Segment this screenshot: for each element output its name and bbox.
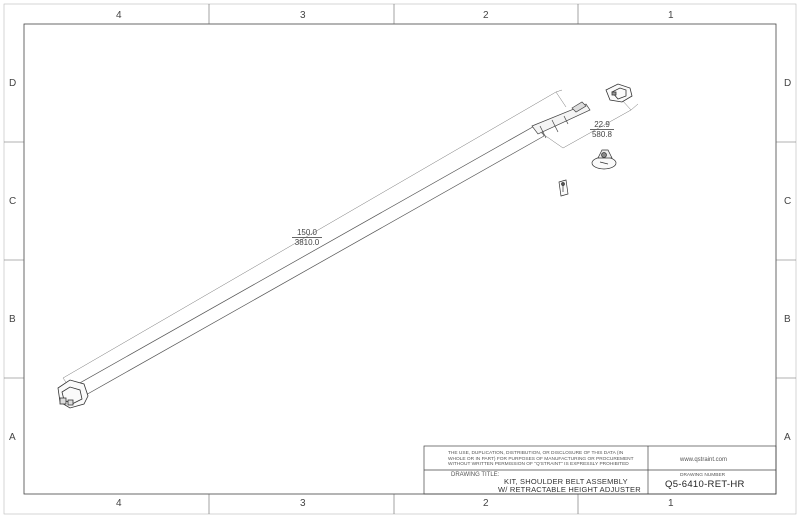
overall-dimension	[62, 89, 567, 386]
zone-col-2-top: 2	[483, 10, 489, 21]
overall-dimension-mm: 3810.0	[292, 237, 322, 247]
disclaimer-line: WHOLE OR IN PART) FOR PURPOSES OF MANUFA…	[448, 456, 634, 462]
zone-col-4-top: 4	[116, 10, 122, 21]
retractor-housing	[57, 379, 89, 409]
zone-row-b-left: B	[9, 314, 16, 325]
zone-col-3-top: 3	[300, 10, 306, 21]
adjuster-dimension-mm: 580.8	[590, 129, 614, 139]
bolt-hardware	[558, 179, 569, 197]
zone-col-1-bottom: 1	[668, 498, 674, 509]
zone-col-4-bottom: 4	[116, 498, 122, 509]
zone-ticks	[4, 4, 796, 514]
drawing-number-label: DRAWING NUMBER	[680, 473, 726, 478]
disclaimer-text: THE USE, DUPLICATION, DISTRIBUTION, OR D…	[448, 451, 634, 468]
disclaimer-line: WITHOUT WRITTEN PERMISSION OF "Q'STRAINT…	[448, 462, 629, 468]
outer-border	[3, 3, 797, 515]
zone-row-a-right: A	[784, 432, 791, 443]
adjuster-dimension-inches: 22.9	[594, 120, 610, 129]
zone-row-d-left: D	[9, 78, 17, 89]
overall-dimension-inches: 150.0	[296, 228, 318, 237]
upper-anchor	[605, 83, 633, 103]
drawing-title-line-1: KIT, SHOULDER BELT ASSEMBLY	[504, 477, 628, 486]
adjuster-dimension-label: 22.9 580.8	[590, 120, 614, 139]
drawing-number: Q5-6410-RET-HR	[665, 479, 745, 490]
zone-row-b-right: B	[784, 314, 791, 325]
overall-dimension-label: 150.0 3810.0	[292, 228, 322, 247]
zone-col-2-bottom: 2	[483, 498, 489, 509]
zone-row-c-left: C	[9, 196, 17, 207]
title-block-frame	[423, 445, 777, 495]
zone-col-1-top: 1	[668, 10, 674, 21]
company-website: www.qstraint.com	[680, 457, 728, 463]
shoulder-belt-webbing	[77, 123, 545, 397]
height-adjuster	[531, 101, 591, 139]
inner-border	[23, 23, 777, 495]
disclaimer-line: THE USE, DUPLICATION, DISTRIBUTION, OR D…	[448, 451, 624, 456]
zone-col-3-bottom: 3	[300, 498, 306, 509]
floor-anchor	[591, 149, 617, 170]
drawing-title-line-2: W/ RETRACTABLE HEIGHT ADJUSTER	[498, 485, 641, 494]
zone-row-a-left: A	[9, 432, 16, 443]
zone-row-d-right: D	[784, 78, 792, 89]
zone-row-c-right: C	[784, 196, 792, 207]
drawing-title-label: DRAWING TITLE:	[451, 472, 500, 478]
